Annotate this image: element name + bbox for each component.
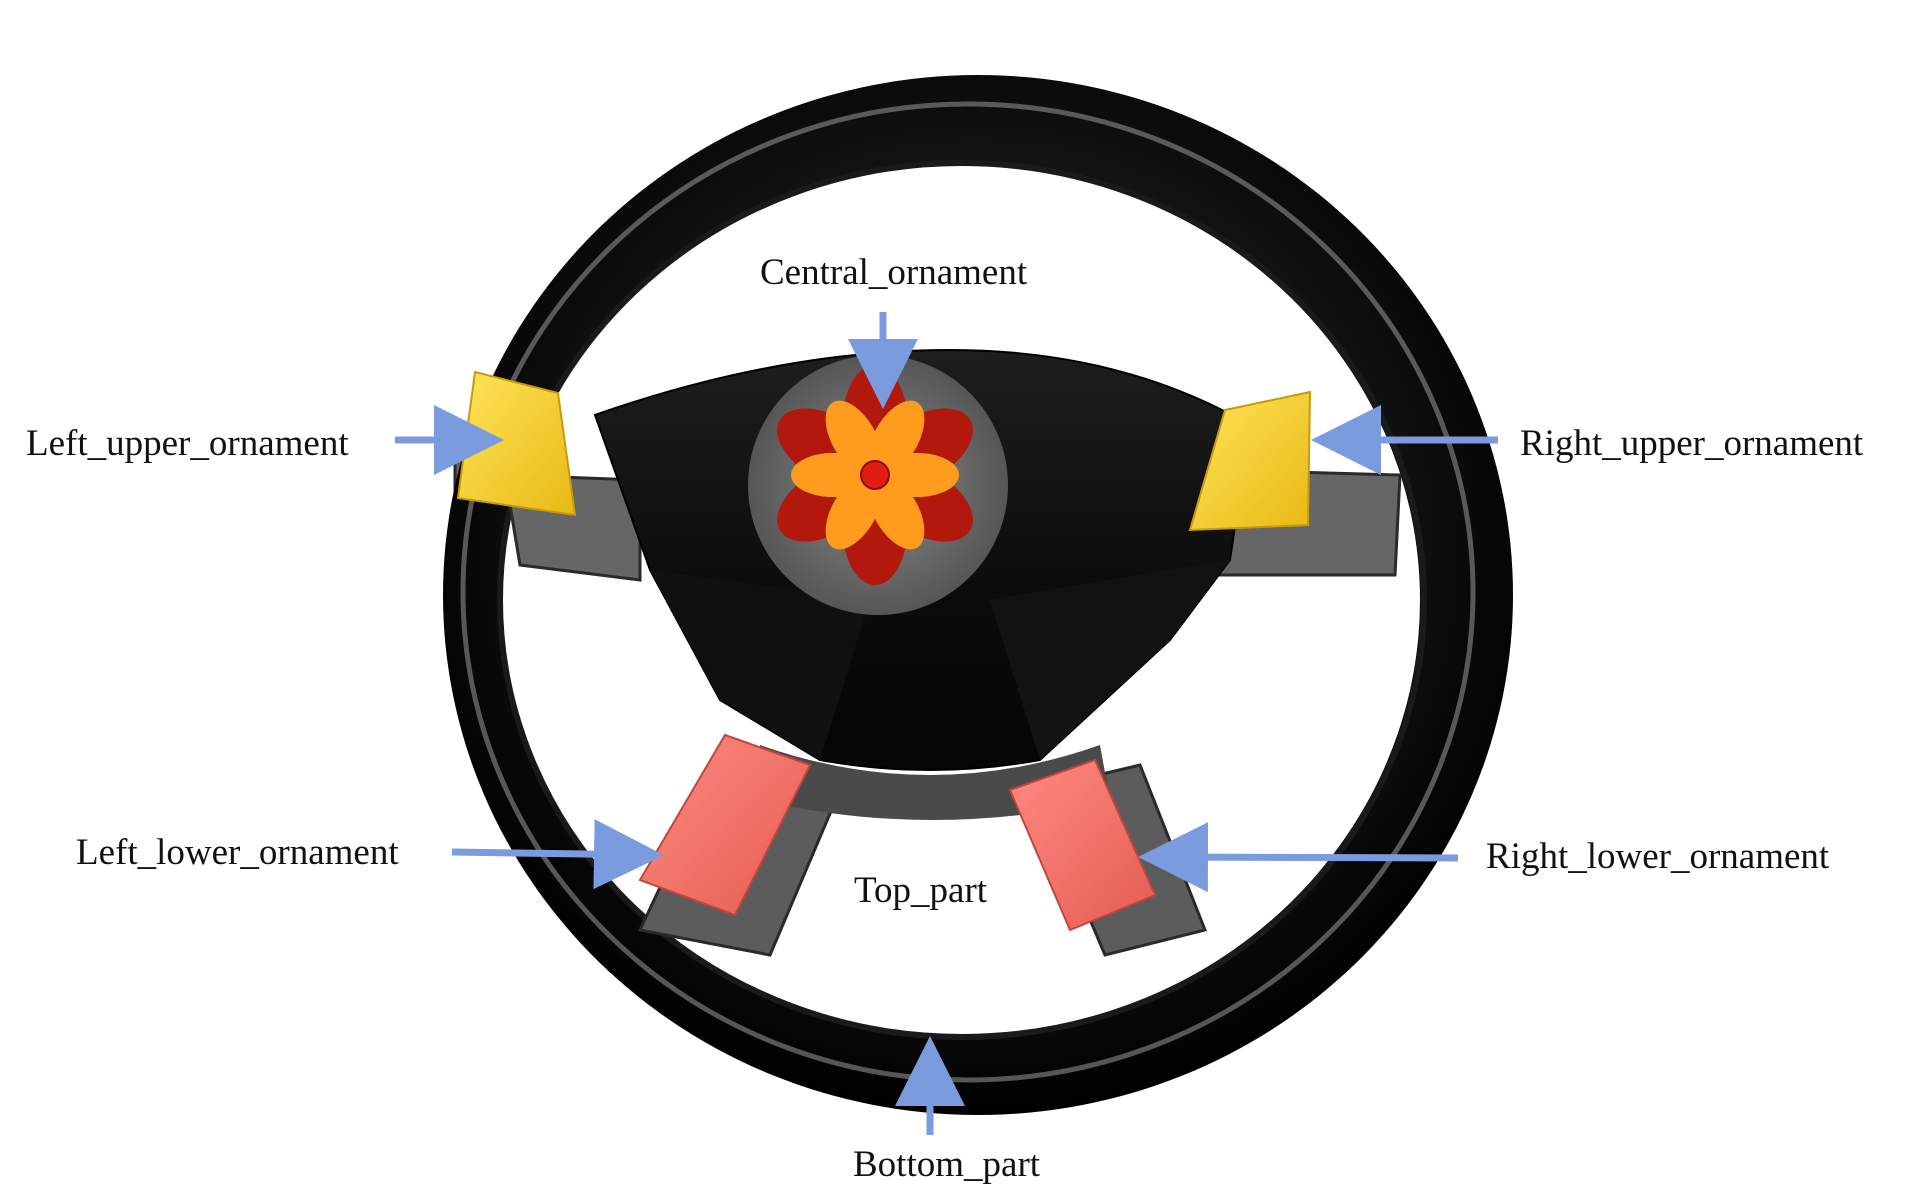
right-upper-ornament-label: Right_upper_ornament <box>1520 423 1864 464</box>
arrow-left-lower <box>451 819 664 890</box>
central-ornament-label: Central_ornament <box>760 252 1028 293</box>
left-lower-ornament <box>638 733 812 917</box>
central-ornament <box>777 365 973 585</box>
arrow-right-lower <box>1138 822 1459 893</box>
hub-facet-left <box>650 570 870 760</box>
left-lower-ornament-label: Left_lower_ornament <box>76 832 399 873</box>
top-part-label: Top_part <box>854 870 988 911</box>
left-upper-ornament-label: Left_upper_ornament <box>26 423 349 464</box>
right-upper-ornament <box>1188 390 1312 532</box>
right-lower-ornament-label: Right_lower_ornament <box>1486 836 1830 877</box>
right-lower-ornament <box>1008 758 1157 932</box>
flower-center <box>860 460 890 490</box>
flower-inner-petals <box>791 400 959 550</box>
hub-facet-right <box>990 560 1230 760</box>
callout-arrows <box>395 312 1498 1135</box>
rim-highlight <box>460 101 1476 1083</box>
bottom-part-label: Bottom_part <box>853 1144 1041 1185</box>
